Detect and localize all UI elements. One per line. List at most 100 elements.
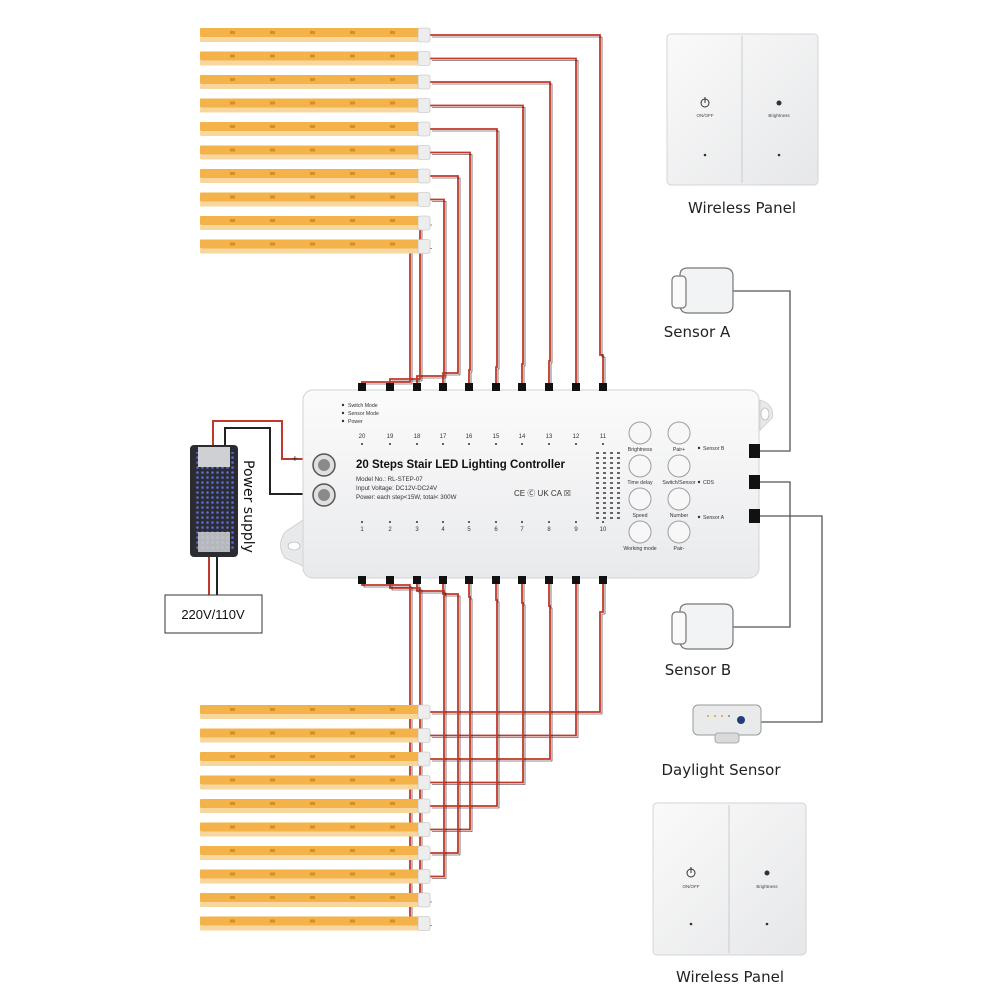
controller-model: Model No.: RL-STEP-07 (356, 476, 423, 483)
led-strip-top-4 (200, 98, 431, 113)
connector-top-18 (413, 383, 421, 391)
connector-bottom-2 (386, 576, 394, 584)
sensor-b-label: Sensor B (665, 661, 731, 679)
wire-bottom-1 (430, 580, 604, 713)
controller-title: 20 Steps Stair LED Lighting Controller (356, 459, 565, 471)
wire-bottom-6 (430, 580, 471, 831)
sensor-ports: Sensor B CDS Sensor A (697, 444, 760, 523)
button-label-brightness: Brightness (628, 447, 653, 453)
wire-top-3 (430, 81, 551, 386)
channel-bottom-9: 9 (574, 527, 578, 533)
connector-top-16 (465, 383, 473, 391)
button-brightness[interactable]: Brightness (628, 421, 653, 453)
button-switch-sensor[interactable]: Switch/Sensor (662, 454, 696, 486)
button-pair-plus[interactable]: Pair+ (667, 421, 691, 453)
wire-bottom-2 (430, 580, 577, 737)
led-strip-bottom-5 (200, 798, 431, 814)
certification-marks: CE Ⓒ UK CA ☒ (514, 489, 571, 498)
indicator-power: Power (348, 419, 363, 425)
led-strip-bottom-2 (200, 728, 431, 743)
led-strip-bottom-3 (200, 751, 431, 767)
wire-top-7 (430, 175, 459, 386)
sensor-wires (733, 290, 823, 723)
channel-top-19: 19 (387, 434, 394, 440)
indicator-sensor-mode: Sensor Mode (348, 411, 379, 417)
top-strip-wires (361, 34, 606, 388)
wire-bottom-5 (430, 580, 498, 807)
channel-top-18: 18 (414, 434, 421, 440)
button-speed[interactable]: Speed (628, 487, 652, 519)
wire-top-2 (430, 57, 577, 386)
panel-top-brightness: Brightness (768, 113, 790, 118)
port-sensor-b[interactable] (749, 444, 760, 458)
wire-top-4 (430, 104, 524, 386)
connector-bottom-3 (413, 576, 421, 584)
connector-top-17 (439, 383, 447, 391)
terminal-minus[interactable] (312, 483, 336, 507)
port-label-sensor-b: Sensor B (703, 446, 725, 452)
channel-top-20: 20 (359, 434, 366, 440)
terminal-plus-sign: + (292, 454, 298, 465)
sensor-b-device (671, 603, 734, 650)
connector-bottom-10 (599, 576, 607, 584)
wireless-panel-bottom-label: Wireless Panel (676, 968, 784, 986)
port-sensor-a[interactable] (749, 509, 760, 523)
wire-top-5 (430, 128, 498, 386)
connector-bottom-6 (492, 576, 500, 584)
wireless-panel-top[interactable]: ON/OFF Brightness (666, 33, 819, 186)
connector-bottom-1 (358, 576, 366, 584)
button-pair-minus[interactable]: Pair- (667, 520, 691, 552)
button-label-switch-sensor: Switch/Sensor (662, 480, 695, 486)
channel-top-17: 17 (440, 434, 447, 440)
sensor-a-device (671, 267, 734, 314)
wireless-panel-bottom[interactable]: ON/OFF Brightness (652, 802, 807, 956)
channel-bottom-1: 1 (360, 527, 364, 533)
mains-voltage-label: 220V/110V (181, 607, 245, 622)
button-number[interactable]: Number (667, 487, 691, 519)
wire-bottom-4 (430, 580, 524, 784)
channel-top-14: 14 (519, 434, 526, 440)
button-working-mode[interactable]: Working mode (623, 520, 657, 552)
terminal-plus[interactable] (312, 453, 336, 477)
channel-bottom-4: 4 (441, 527, 445, 533)
wireless-panel-top-label: Wireless Panel (688, 199, 796, 217)
terminal-minus-sign: − (292, 489, 298, 500)
connector-top-11 (599, 383, 607, 391)
led-strip-bottom-10 (200, 916, 431, 931)
sensor-a-label: Sensor A (664, 323, 731, 341)
led-strip-top-3 (200, 74, 431, 90)
channel-bottom-10: 10 (600, 527, 607, 533)
panel-bottom-brightness: Brightness (756, 884, 778, 889)
connector-top-15 (492, 383, 500, 391)
controller-power: Power: each step<15W, total< 300W (356, 494, 457, 501)
button-label-pair-plus: Pair+ (673, 447, 685, 453)
button-time-delay[interactable]: Time delay (627, 454, 653, 486)
panel-top-onoff: ON/OFF (697, 113, 714, 118)
button-label-number: Number (670, 513, 689, 519)
channel-bottom-7: 7 (520, 527, 524, 533)
channel-bottom-2: 2 (388, 527, 392, 533)
led-strip-bottom-8 (200, 869, 431, 884)
sun-icon (776, 100, 782, 106)
wire-bottom-3 (430, 580, 551, 760)
connector-bottom-9 (572, 576, 580, 584)
connector-top-20 (358, 383, 366, 391)
led-strip-top-2 (200, 51, 431, 66)
led-strip-top-7 (200, 168, 431, 184)
port-cds[interactable] (749, 475, 760, 489)
led-strip-top-9 (200, 215, 431, 231)
led-strip-top-1 (200, 27, 431, 43)
mains-box (164, 594, 263, 634)
led-strip-bottom-4 (200, 775, 431, 790)
connector-bottom-5 (465, 576, 473, 584)
channel-top-11: 11 (600, 434, 607, 440)
led-strip-bottom-7 (200, 845, 431, 861)
led-strip-top-10 (200, 239, 431, 254)
channel-bottom-6: 6 (494, 527, 498, 533)
controller-input-voltage: Input Voltage: DC12V-DC24V (356, 485, 438, 492)
led-strip-top-6 (200, 145, 431, 160)
